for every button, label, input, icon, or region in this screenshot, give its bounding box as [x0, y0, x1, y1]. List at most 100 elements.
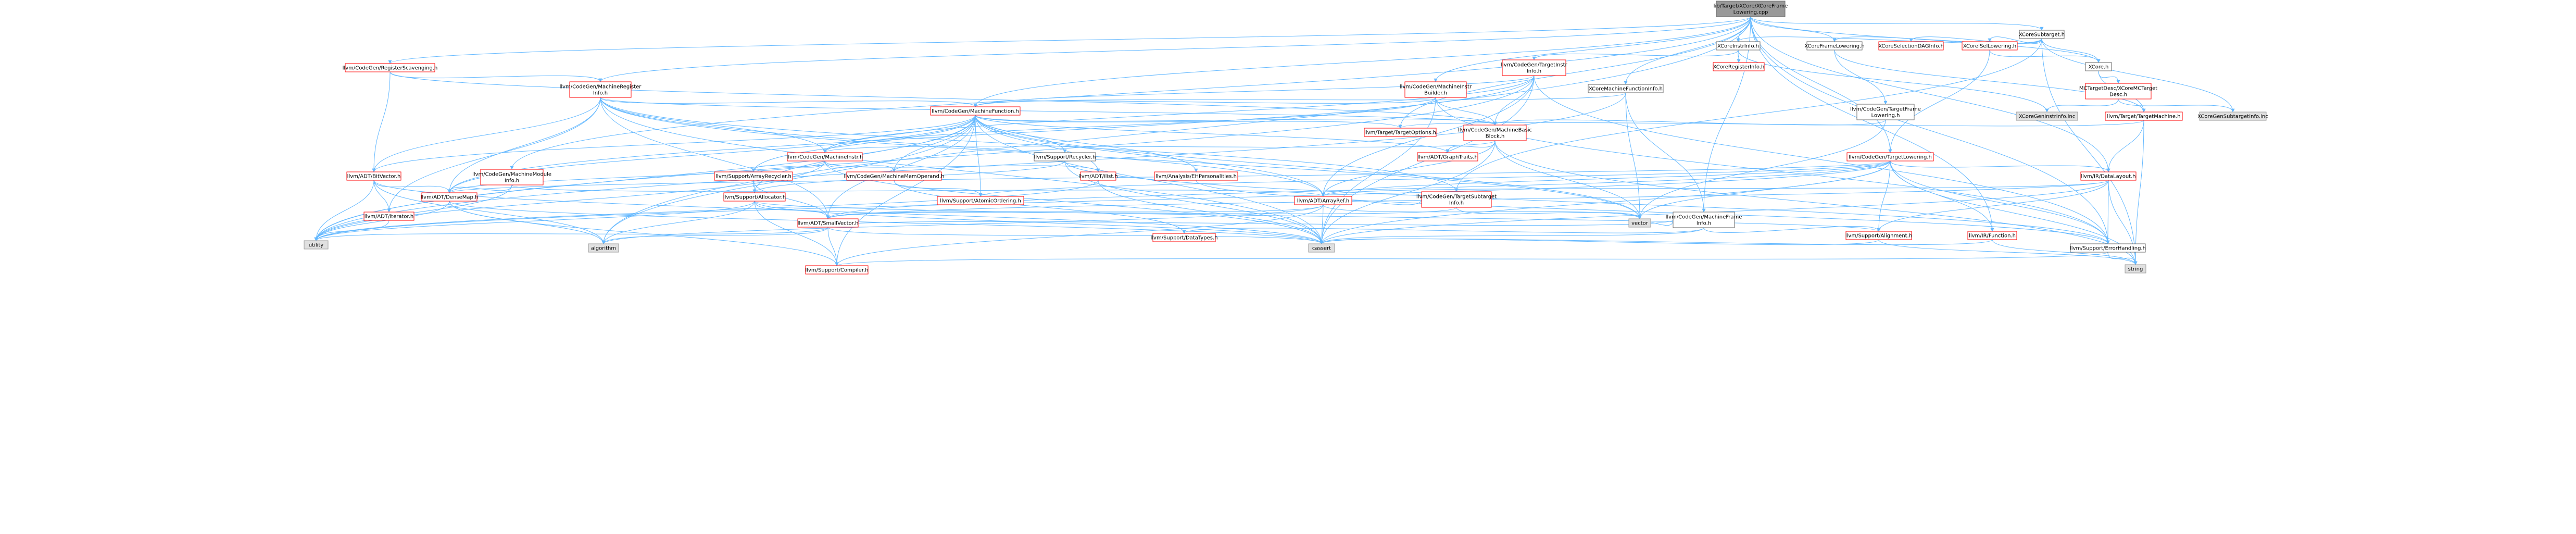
node-smallvector-h[interactable]: llvm/ADT/SmallVector.h: [797, 218, 859, 228]
node-xcoresubtarget-h[interactable]: XCoreSubtarget.h: [2019, 30, 2065, 39]
node-targetlowering-h[interactable]: llvm/CodeGen/TargetLowering.h: [1846, 152, 1934, 162]
node-label: llvm/Analysis/EHPersonalities.h: [1155, 174, 1237, 180]
node-xcoreinstrinfo-h[interactable]: XCoreInstrInfo.h: [1716, 41, 1761, 51]
edge-machinefunction_h-to-ilist_h: [975, 115, 1100, 172]
edge-xcoresubtarget_h-to-xcoregensubtargetinfo_inc: [2041, 38, 2235, 113]
node-box: [1294, 196, 1352, 205]
node-label: XCoreFrameLowering.h: [1804, 44, 1864, 49]
node-targetmachine-h[interactable]: llvm/Target/TargetMachine.h: [2105, 111, 2183, 121]
node-box: [2199, 111, 2267, 121]
node-machineinstr-h[interactable]: llvm/CodeGen/MachineInstr.h: [787, 152, 863, 162]
node-graphtraits-h[interactable]: llvm/ADT/GraphTraits.h: [1417, 152, 1478, 162]
node-box: [1967, 231, 2017, 240]
node-allocator-h[interactable]: llvm/Support/Allocator.h: [723, 192, 786, 202]
edge-machinebasicblock_h-to-cassert: [1320, 140, 1496, 244]
node-machinefunction-h[interactable]: llvm/CodeGen/MachineFunction.h: [930, 106, 1021, 116]
edge-xcoreisellowering_h-to-targetlowering_h: [1888, 49, 1990, 153]
node-densemap-h[interactable]: llvm/ADT/DenseMap.h: [421, 192, 479, 202]
node-iterator-h[interactable]: llvm/ADT/iterator.h: [363, 212, 414, 221]
node-xcoreframelowering-h[interactable]: XCoreFrameLowering.h: [1804, 41, 1865, 51]
edge-machineregisterinfo_h-to-machineinstr_h: [600, 97, 827, 153]
node-errorhandling-h[interactable]: llvm/Support/ErrorHandling.h: [2070, 243, 2146, 253]
node-registerscavenging-h[interactable]: llvm/CodeGen/RegisterScavenging.h: [343, 63, 438, 72]
node-label: Builder.h: [1424, 91, 1447, 96]
node-box: [2019, 30, 2065, 39]
node-label: llvm/CodeGen/TargetSubtarget: [1416, 194, 1497, 200]
node-box: [2085, 83, 2152, 100]
node-label: vector: [1631, 221, 1649, 227]
edge-targetsubtargetinfo_h-to-smallvector_h: [826, 207, 1457, 219]
edge-arrayref_h-to-vector: [1323, 204, 1642, 219]
node-label: llvm/ADT/DenseMap.h: [421, 195, 479, 201]
node-ehpersonalities-h[interactable]: llvm/Analysis/EHPersonalities.h: [1154, 171, 1238, 181]
edge-machinefunction_h-to-utility: [314, 115, 976, 241]
node-bitvector-h[interactable]: llvm/ADT/BitVector.h: [346, 171, 401, 181]
node-cassert: cassert: [1308, 243, 1335, 253]
edge-allocator_h-to-alignment_h: [754, 201, 1881, 232]
node-xcoreisellowering-h[interactable]: XCoreISelLowering.h: [1962, 41, 2018, 51]
node-label: llvm/ADT/ArrayRef.h: [1297, 198, 1350, 204]
node-box: [1154, 171, 1238, 181]
node-label: llvm/ADT/GraphTraits.h: [1417, 155, 1478, 160]
node-label: llvm/Support/ErrorHandling.h: [2070, 246, 2146, 252]
node-xcoremachinefunctioninfo-h[interactable]: XCoreMachineFunctionInfo.h: [1588, 84, 1664, 93]
edge-root-to-machinemoduleinfo_h: [510, 16, 1751, 170]
node-atomicordering-h[interactable]: llvm/Support/AtomicOrdering.h: [937, 196, 1024, 205]
edge-machinefunction_h-to-ehpersonalities_h: [975, 115, 1198, 172]
node-targetoptions-h[interactable]: llvm/Target/TargetOptions.h: [1364, 128, 1437, 137]
node-ilist-h[interactable]: llvm/ADT/ilist.h: [1078, 171, 1118, 181]
edge-root-to-machineframeinfo_h: [1702, 16, 1751, 213]
edge-root-to-xcoresubtarget_h: [1750, 16, 2044, 31]
edge-xcoresubtarget_h-to-xcoreselectiondaginfo_h: [1909, 36, 2042, 44]
edge-bitvector_h-to-algorithm: [373, 180, 606, 244]
node-datatypes-h[interactable]: llvm/Support/DataTypes.h: [1150, 233, 1218, 242]
node-box: [2125, 264, 2146, 274]
node-xcore-h[interactable]: XCore.h: [2085, 62, 2112, 71]
edge-machinememoperand_h-to-atomicordering_h: [894, 180, 983, 197]
node-arrayrecycler-h[interactable]: llvm/Support/ArrayRecycler.h: [714, 171, 793, 181]
edge-registerscavenging_h-to-bitvector_h: [372, 71, 391, 172]
node-recycler-h[interactable]: llvm/Support/Recycler.h: [1034, 152, 1096, 162]
node-box: [2070, 243, 2146, 253]
edge-errorhandling_h-to-string: [2107, 252, 2138, 265]
node-compiler-h[interactable]: llvm/Support/Compiler.h: [805, 265, 869, 275]
edge-machineregisterinfo_h-to-arrayref_h: [600, 97, 1325, 197]
edge-root-to-machineregisterinfo_h: [598, 16, 1751, 82]
node-arrayref-h[interactable]: llvm/ADT/ArrayRef.h: [1294, 196, 1352, 205]
edge-xcoreframelowering_h-to-targetmachine_h: [1834, 49, 2146, 113]
edge-machineframeinfo_h-to-cassert: [1320, 227, 1704, 244]
node-function-h[interactable]: llvm/IR/Function.h: [1967, 231, 2017, 240]
node-label: Info.h: [593, 91, 608, 96]
edge-machineinstrbuilder_h-to-machinefunction_h: [973, 97, 1436, 107]
node-root[interactable]: lib/Target/XCore/XCoreFrameLowering.cpp: [1714, 1, 1788, 17]
edge-machinebasicblock_h-to-machineinstr_h: [823, 140, 1496, 153]
node-string: string: [2125, 264, 2146, 274]
edge-smallvector_h-to-compiler_h: [827, 227, 839, 266]
node-box: [1806, 41, 1863, 51]
node-xcoreregisterinfo-h[interactable]: XCoreRegisterInfo.h: [1713, 62, 1765, 71]
edge-machinefunction_h-to-vector: [975, 115, 1642, 219]
edge-root-to-machinefunction_h: [973, 16, 1751, 107]
node-xcoreselectiondaginfo-h[interactable]: XCoreSelectionDAGInfo.h: [1878, 41, 1944, 51]
node-box: [2080, 171, 2137, 181]
node-alignment-h[interactable]: llvm/Support/Alignment.h: [1845, 231, 1912, 240]
edge-machineregisterinfo_h-to-smallvector_h: [600, 97, 830, 219]
node-machinememoperand-h[interactable]: llvm/CodeGen/MachineMemOperand.h: [844, 171, 945, 181]
node-label: llvm/CodeGen/RegisterScavenging.h: [343, 66, 438, 71]
node-datalayout-h[interactable]: llvm/IR/DataLayout.h: [2080, 171, 2137, 181]
edge-root-to-algorithm: [601, 16, 1751, 244]
edge-xcoresubtarget_h-to-string: [2041, 38, 2138, 265]
node-label: llvm/Support/Compiler.h: [805, 268, 868, 274]
edge-machineinstrbuilder_h-to-cassert: [1320, 97, 1436, 244]
node-label: llvm/CodeGen/MachineInstr.h: [787, 155, 863, 160]
node-box: [1421, 191, 1492, 208]
